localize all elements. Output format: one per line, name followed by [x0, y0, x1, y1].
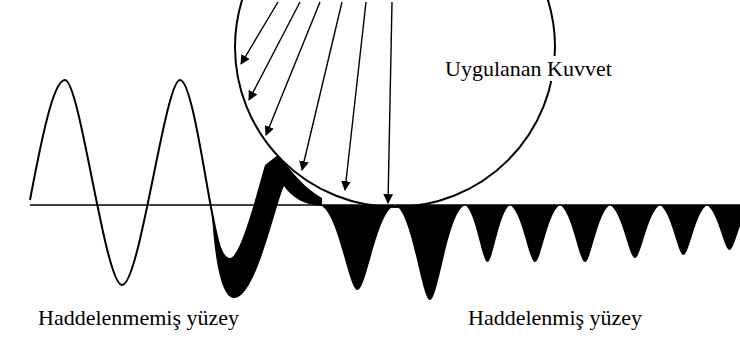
- surface-label: Haddelenmemiş yüzey: [36, 305, 241, 330]
- rolled-valley: [707, 205, 740, 250]
- rolled-valley: [560, 205, 610, 262]
- force-arrow: [266, 2, 320, 135]
- rolled-valley: [395, 205, 465, 300]
- rolled-valley: [610, 205, 660, 258]
- force-arrow: [249, 2, 300, 100]
- surface-label: Uygulanan Kuvvet: [443, 56, 614, 81]
- reference-line: [30, 204, 740, 206]
- rolled-valley: [510, 205, 560, 262]
- rolled-valley: [465, 205, 510, 262]
- force-arrow: [345, 2, 366, 190]
- rolled-valley: [660, 205, 707, 255]
- rolled-valley: [320, 205, 395, 290]
- rolled-surface: [320, 205, 740, 300]
- roller-circle: [235, 0, 555, 207]
- force-arrows: [241, 2, 392, 203]
- surface-label: Haddelenmiş yüzey: [466, 305, 644, 330]
- unrolled-wave: [30, 80, 222, 285]
- deformed-band: [212, 155, 322, 298]
- force-arrow: [388, 2, 392, 203]
- force-arrow: [302, 2, 342, 170]
